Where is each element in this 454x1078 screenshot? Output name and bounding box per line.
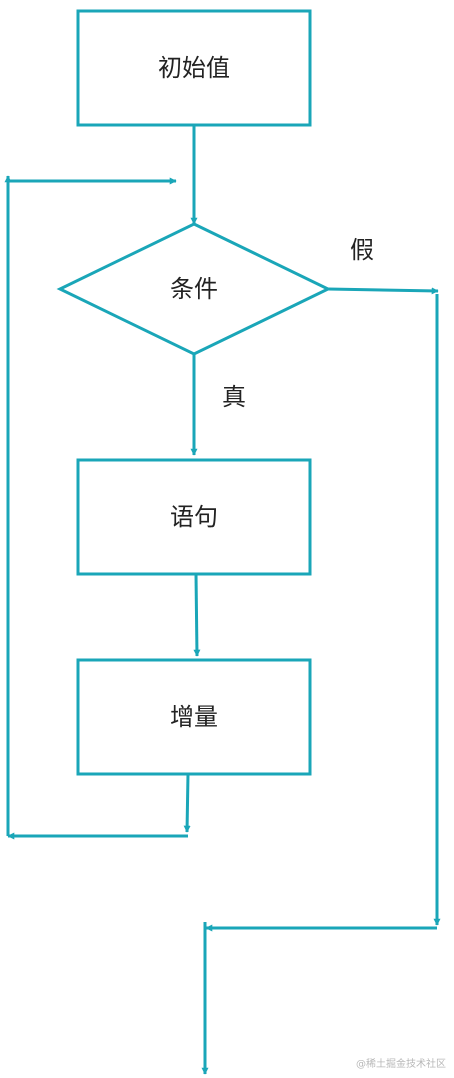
increment-box bbox=[76, 658, 312, 776]
init-label: 初始值 bbox=[158, 54, 230, 82]
false-label: 假 bbox=[350, 236, 374, 264]
statement-box bbox=[76, 458, 312, 576]
init-box bbox=[76, 9, 312, 127]
edge-increment-down bbox=[183, 773, 191, 833]
true-label: 真 bbox=[222, 383, 246, 411]
watermark: @稀土掘金技术社区 bbox=[356, 1059, 446, 1070]
statement-label: 语句 bbox=[170, 503, 218, 531]
increment-label: 增量 bbox=[170, 703, 218, 731]
condition-label: 条件 bbox=[170, 275, 218, 303]
edge-condition-false bbox=[327, 287, 439, 295]
edge-statement-to-increment bbox=[193, 573, 201, 657]
